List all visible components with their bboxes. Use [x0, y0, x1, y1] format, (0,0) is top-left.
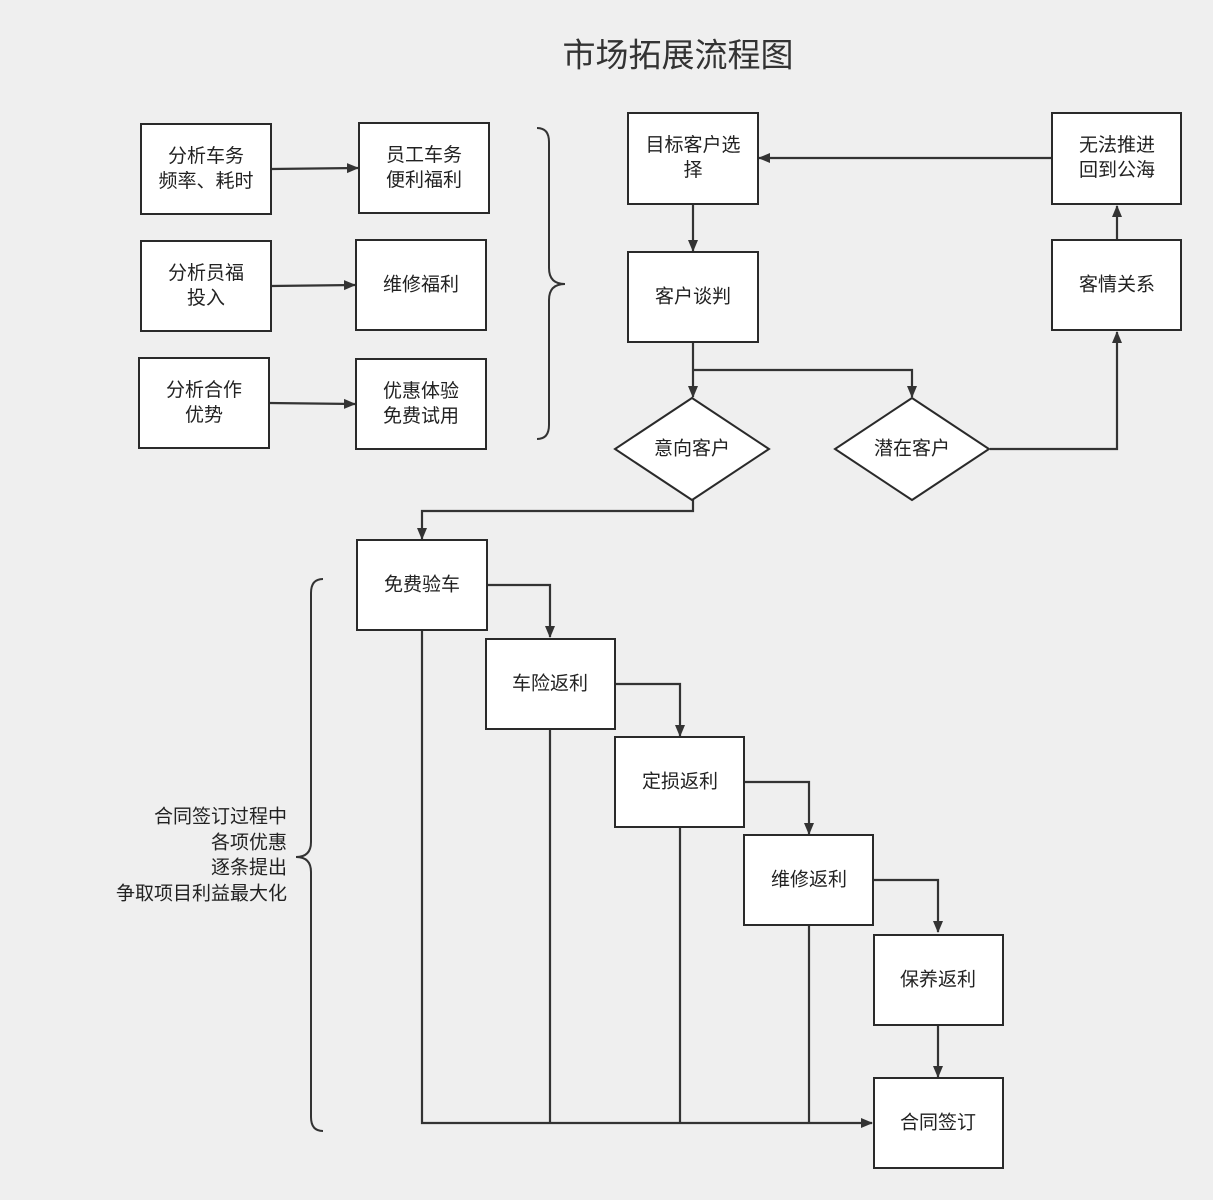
edge-loss-to-repair	[745, 780, 814, 835]
node-label: 合同签订	[900, 1112, 976, 1134]
edge-repair-to-maintain	[874, 878, 943, 933]
edge-intent-to-free-inspect	[417, 500, 695, 540]
node-label: 无法推进	[1079, 134, 1155, 156]
node-label: 免费验车	[384, 574, 460, 596]
loss-rebate-box: 定损返利	[614, 736, 745, 828]
edge-analyze-car-to-employee-benefit	[270, 163, 359, 174]
node-label: 客户谈判	[655, 286, 731, 308]
node-label: 投入	[187, 287, 225, 309]
node-label: 分析合作	[166, 379, 242, 401]
repair-rebate-box: 维修返利	[743, 834, 874, 926]
edge-free-inspect-to-insurance	[487, 583, 555, 638]
node-label: 优势	[185, 404, 223, 426]
insurance-rebate-box: 车险返利	[485, 638, 616, 730]
connectors	[268, 153, 1122, 1128]
node-label: 优惠体验	[383, 380, 459, 402]
node-label: 员工车务	[386, 144, 462, 166]
intent-diamond: 意向客户	[613, 396, 771, 502]
edge-analyze-staff-to-repair-benefit	[270, 280, 356, 291]
node-label: 定损返利	[642, 771, 718, 793]
negotiate-box: 客户谈判	[627, 251, 759, 343]
repair-benefit-box: 维修福利	[355, 239, 487, 331]
node-label: 分析员福	[168, 262, 244, 284]
edge-analyze-coop-to-trial	[268, 398, 356, 409]
node-label: 择	[683, 159, 702, 181]
free-inspect-box: 免费验车	[356, 539, 488, 631]
edge-free-inspect-to-contract	[420, 631, 873, 1128]
diagram-title: 市场拓展流程图	[563, 36, 794, 75]
contract-box: 合同签订	[873, 1077, 1004, 1169]
node-label: 客情关系	[1079, 274, 1155, 296]
node-label: 便利福利	[386, 169, 462, 191]
node-label: 保养返利	[900, 969, 976, 991]
node-label: 分析车务	[168, 145, 244, 167]
note-line-1: 合同签订过程中	[154, 806, 287, 828]
edge-insurance-to-loss	[616, 682, 685, 737]
node-label: 车险返利	[512, 673, 588, 695]
edge-negotiate-to-potential	[693, 368, 917, 398]
node-label: 目标客户选	[645, 134, 740, 156]
node-label: 维修返利	[771, 869, 847, 891]
node-label: 回到公海	[1079, 159, 1155, 181]
note-line-4: 争取项目利益最大化	[116, 883, 287, 905]
node-label: 潜在客户	[874, 438, 950, 460]
node-label: 维修福利	[383, 274, 459, 296]
edge-potential-to-relationship	[990, 331, 1122, 451]
relationship-box: 客情关系	[1051, 239, 1182, 331]
contract-brace	[295, 578, 324, 1132]
note-line-3: 逐条提出	[211, 857, 287, 879]
maintain-rebate-box: 保养返利	[873, 934, 1004, 1026]
benefits-brace	[536, 127, 566, 440]
node-label: 频率、耗时	[158, 170, 253, 192]
node-label: 免费试用	[383, 405, 459, 427]
potential-diamond: 潜在客户	[833, 396, 991, 502]
note-line-2: 各项优惠	[211, 832, 287, 854]
node-label: 意向客户	[654, 438, 730, 460]
contract-note: 合同签订过程中 各项优惠 逐条提出 争取项目利益最大化	[116, 806, 287, 905]
